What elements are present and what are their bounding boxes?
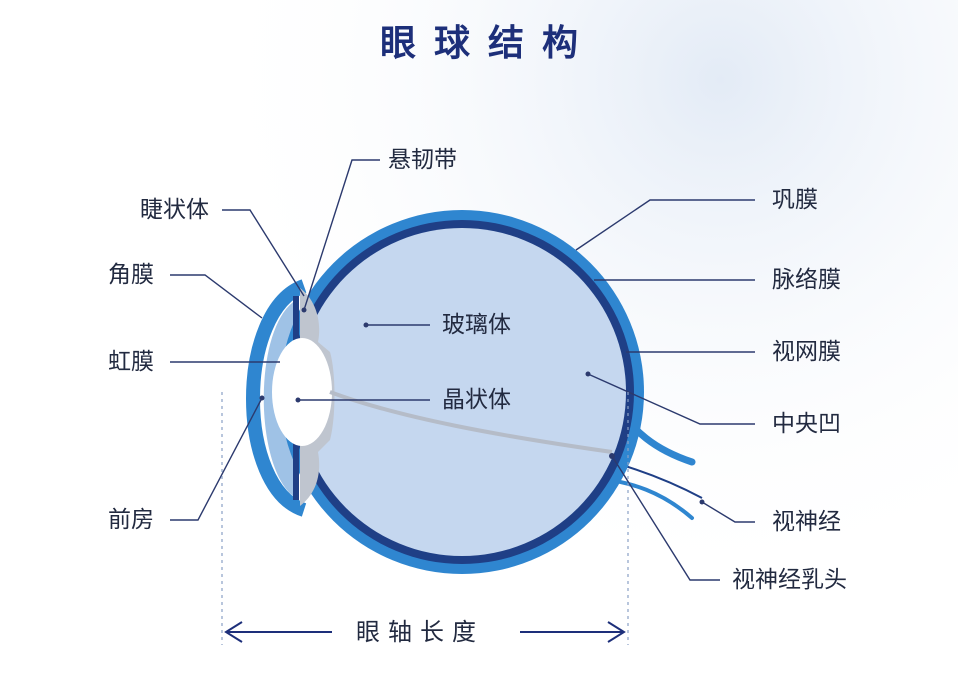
leader-optic-nerve <box>701 501 755 523</box>
leader-sclera <box>575 199 755 251</box>
label-anterior-chamber: 前房 <box>108 507 154 533</box>
label-suspensory-ligament: 悬韧带 <box>388 147 457 173</box>
label-optic-nerve: 视神经 <box>772 509 841 535</box>
label-retina: 视网膜 <box>772 339 841 365</box>
axis-arrows <box>224 621 626 643</box>
cornea-shape <box>246 279 307 517</box>
vitreous-shape <box>298 228 626 556</box>
label-lens: 晶状体 <box>442 387 511 413</box>
label-optic-disc: 视神经乳头 <box>732 567 847 593</box>
leader-anterior-chamber <box>170 397 263 521</box>
label-choroid: 脉络膜 <box>772 267 841 293</box>
label-iris: 虹膜 <box>108 349 154 375</box>
leader-dots <box>259 307 705 505</box>
axial-length-label: 眼轴长度 <box>356 618 484 646</box>
label-vitreous-body: 玻璃体 <box>442 312 511 338</box>
leader-ciliary-body <box>222 209 305 297</box>
label-cornea: 角膜 <box>108 262 154 288</box>
lens-shape <box>272 338 332 446</box>
leader-optic-disc <box>611 455 720 581</box>
label-sclera: 巩膜 <box>772 187 818 213</box>
leader-lines <box>170 159 755 581</box>
label-ciliary-body: 睫状体 <box>140 197 209 223</box>
visual-axis-line <box>329 390 613 454</box>
label-fovea: 中央凹 <box>772 411 841 437</box>
leader-fovea <box>587 373 755 425</box>
diagram-title: 眼球结构 <box>379 23 596 64</box>
leader-suspensory-ligament <box>303 159 380 311</box>
leader-cornea <box>170 274 263 319</box>
